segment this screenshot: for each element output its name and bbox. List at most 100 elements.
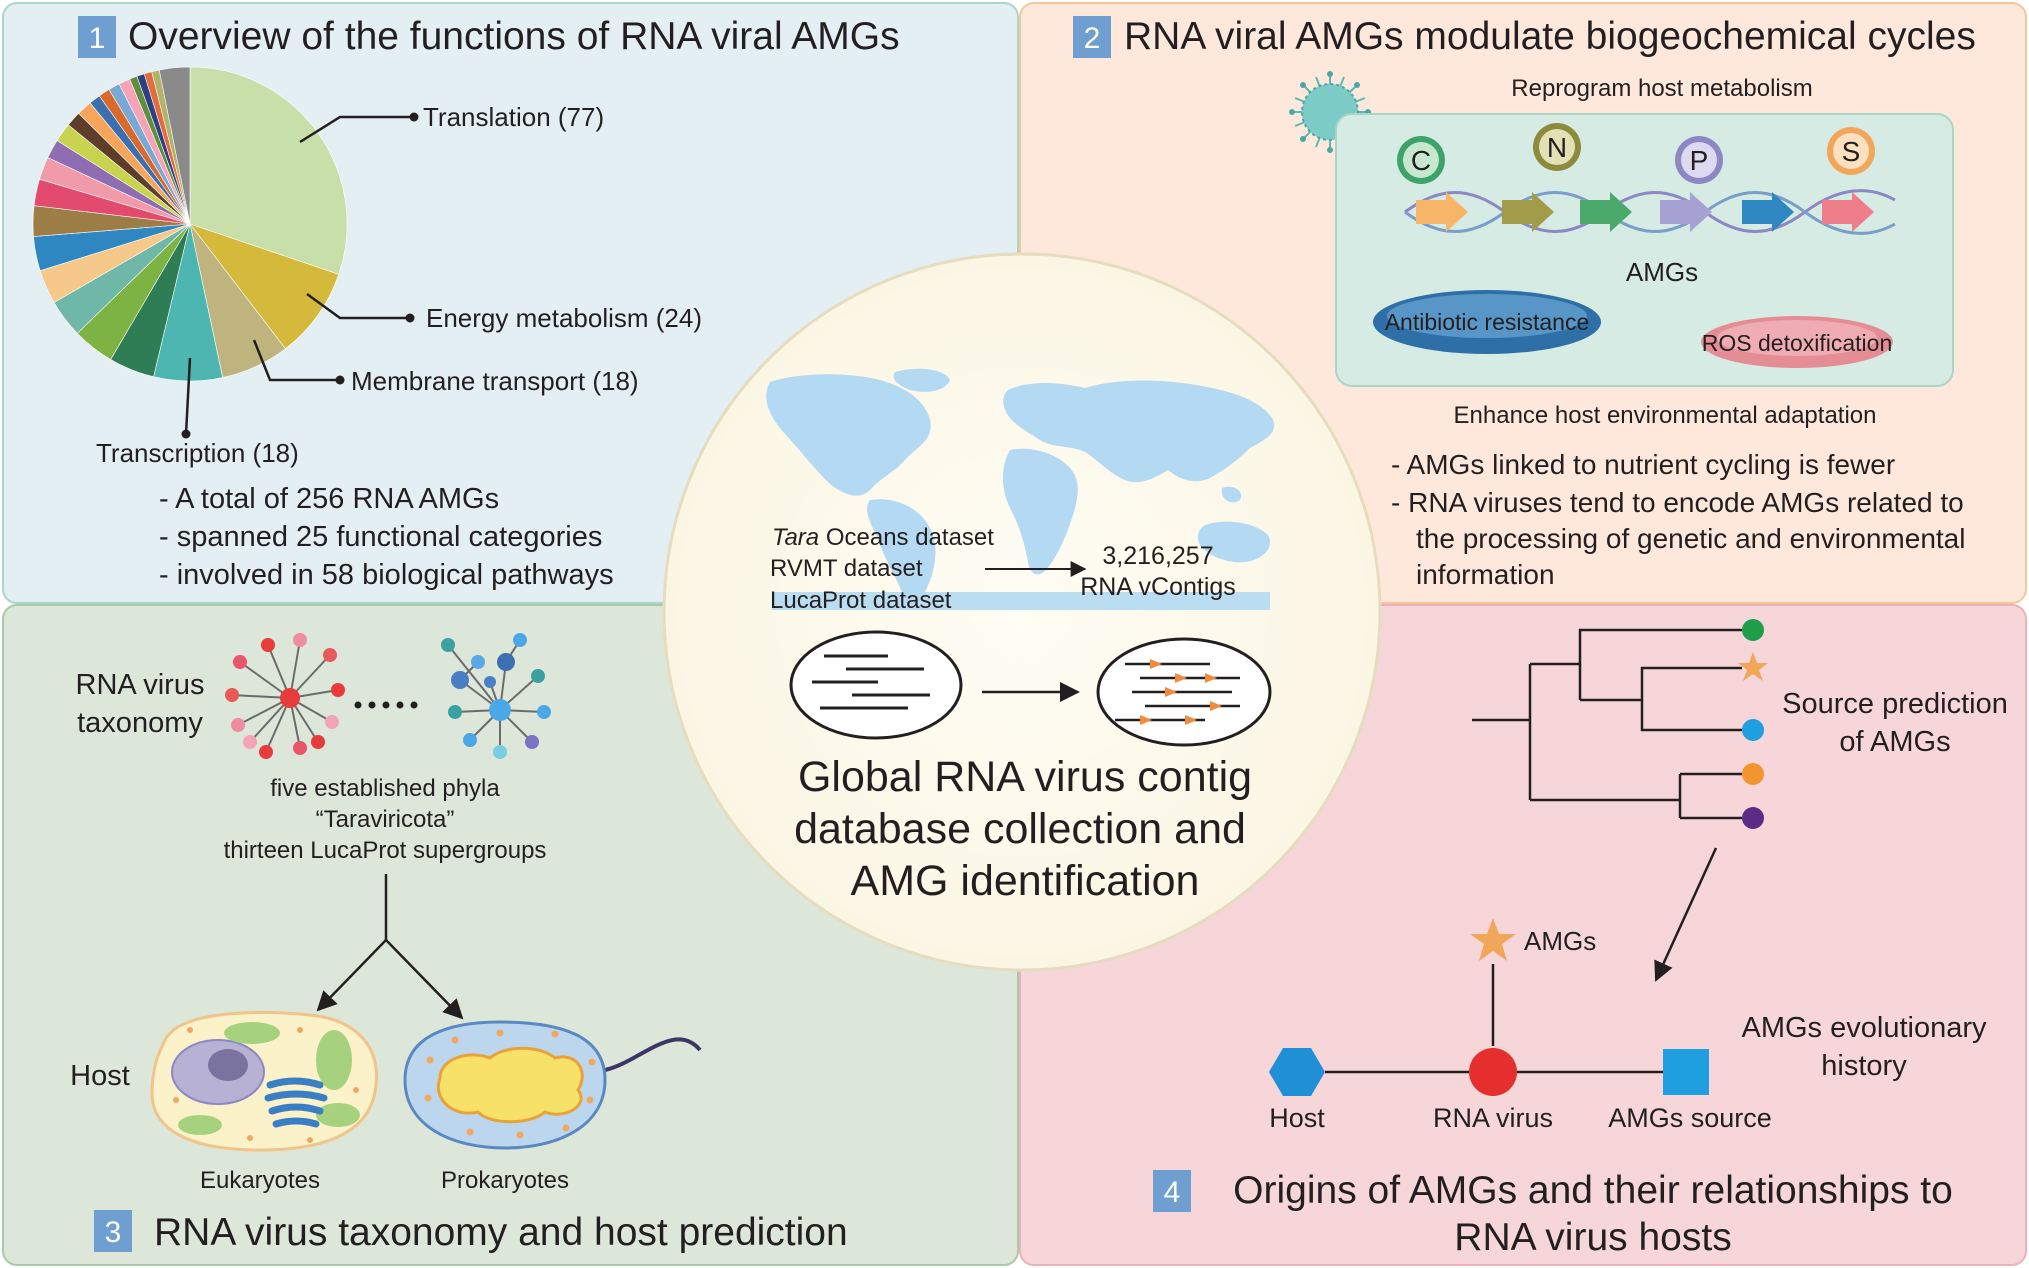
blue-taxonomy-network [441,633,551,759]
amgs-source-node-label: AMGs source [1608,1103,1772,1133]
panel-2: 2 RNA viral AMGs modulate biogeochemical… [1073,15,1976,590]
blue-net-node [451,671,469,689]
element-p: P [1675,136,1723,184]
dataset-rvmt: RVMT dataset [770,555,923,582]
panel-1-bullet-1: - A total of 256 RNA AMGs [159,483,499,515]
tree-leaf-blue [1742,719,1764,741]
dna-helix [1404,189,1896,235]
amgs-source-square-icon [1663,1049,1709,1095]
panel-4-title-line-1: Origins of AMGs and their relationships … [1233,1169,1953,1212]
blue-net-node [441,638,455,652]
svg-text:P: P [1690,145,1709,176]
panel-3-number: 3 [105,1216,122,1249]
panel-2-title: RNA viral AMGs modulate biogeochemical c… [1124,15,1976,58]
panel-1-bullet-2: - spanned 25 functional categories [159,521,602,553]
blue-net-node [463,733,477,747]
amgs-label: AMGs [1626,257,1698,287]
panel-3: RNA virus taxonomy five established phyl… [70,633,848,1254]
panel-2-bullet-2-line-2: the processing of genetic and environmen… [1416,523,1965,554]
rna-virus-node-icon [1469,1048,1517,1096]
branch-arrow-eukaryotes [316,939,387,1012]
ellipsis-dots [354,701,418,709]
red-net-node [331,683,345,697]
evolutionary-history-line-1: AMGs evolutionary [1742,1012,1987,1044]
taxonomy-label-line-1: RNA virus [76,669,205,701]
leader-dot-energy [405,313,415,323]
dataset-lucaprot: LucaProt dataset [770,587,952,614]
panel-4-number: 4 [1164,1176,1181,1209]
enhance-host-adaptation-label: Enhance host environmental adaptation [1454,402,1877,429]
red-net-node [325,715,339,729]
tree-leaf-star-icon [1738,652,1768,681]
panel-4-number-badge [1153,1170,1191,1212]
phylogenetic-tree [1472,628,1742,820]
red-net-node [225,688,239,702]
pie-label-membrane: Membrane transport (18) [351,366,639,396]
pie-slice-energy-metabolism [189,223,340,350]
reprogram-host-metabolism-label: Reprogram host metabolism [1511,75,1812,102]
red-net-node [243,735,257,749]
evolutionary-history-line-2: history [1821,1050,1907,1082]
tree-leaf-orange [1742,763,1764,785]
leader-translation [299,115,414,144]
pie-slice-translation [189,66,348,275]
contig-count: 3,216,257 [1102,542,1213,570]
rna-virus-node-label: RNA virus [1433,1103,1553,1133]
blue-net-edge [447,644,501,711]
red-net-hub [280,688,300,708]
panel-1-bullet-3: - involved in 58 biological pathways [159,559,614,591]
element-n: N [1533,123,1581,171]
red-taxonomy-network [225,633,345,759]
center-circle: Tara Oceans dataset RVMT dataset LucaPro… [662,252,1382,972]
host-label: Host [70,1060,130,1092]
pie-slice-25 [158,66,191,225]
source-prediction-line-1: Source prediction [1782,688,2008,720]
panel-2-number-badge [1073,16,1111,58]
red-net-node [293,741,307,755]
panel-4-title-line-2: RNA virus hosts [1454,1216,1731,1259]
leader-dot-membrane [335,375,345,385]
panel-1-title: Overview of the functions of RNA viral A… [128,15,900,58]
antibiotic-resistance-label: Antibiotic resistance [1385,309,1590,335]
red-net-node [259,745,273,759]
blue-net-node [525,735,539,749]
function-pie-chart [32,66,348,382]
tree-leaf-purple [1742,807,1764,829]
panel-2-number: 2 [1084,22,1101,55]
panel-2-bullet-1: - AMGs linked to nutrient cycling is few… [1391,449,1895,480]
host-hexagon-icon [1269,1048,1325,1096]
red-net-node [261,638,275,652]
leader-transcription [184,357,192,435]
eukaryotes-label: Eukaryotes [200,1167,320,1194]
red-net-node [323,648,337,662]
pie-label-translation: Translation (77) [423,102,604,132]
host-node-label: Host [1269,1103,1325,1133]
blue-net-node [493,745,507,759]
red-net-node [233,655,247,669]
panel-3-number-badge [94,1210,132,1252]
branch-arrow-prokaryotes [385,939,464,1020]
amgs-node-label: AMGs [1524,926,1596,956]
amg-markers [1140,659,1222,725]
leader-membrane [252,339,340,382]
blue-net-node [448,705,462,719]
phyla-line-1: five established phyla [270,775,500,802]
element-s: S [1827,127,1875,175]
eukaryote-cell-icon [150,1011,378,1152]
panel-2-bullet-2-line-1: - RNA viruses tend to encode AMGs relate… [1391,487,1964,518]
phyla-line-3: thirteen LucaProt supergroups [224,837,547,864]
panel-4: Source prediction of AMGs AMGs Host RNA … [1153,619,2008,1259]
red-net-node [293,633,307,647]
contig-count-label: RNA vContigs [1080,573,1236,601]
red-net-node [311,735,325,749]
blue-net-node [531,669,545,683]
blue-net-node [471,655,485,669]
phyla-line-2: “Taraviricota” [316,806,455,833]
panel-1-number-badge [78,16,116,58]
amg-gene-arrows [1416,192,1874,232]
svg-text:N: N [1547,132,1567,163]
world-map [766,368,1275,610]
leader-energy [306,292,410,320]
center-title-line-3: AMG identification [851,857,1200,905]
